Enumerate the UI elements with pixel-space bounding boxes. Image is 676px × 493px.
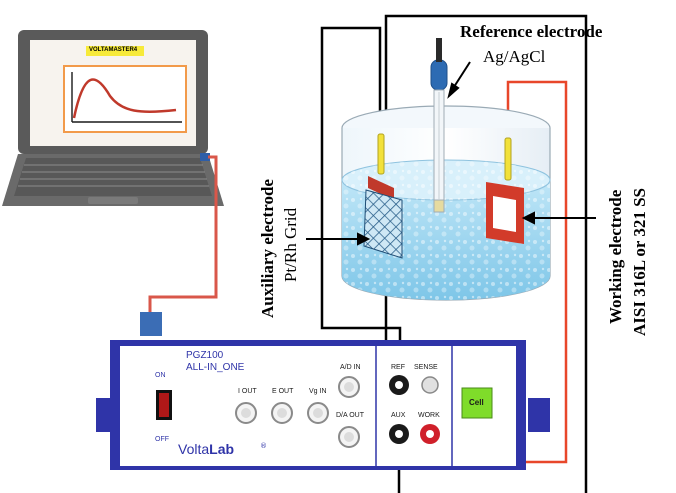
power-switch[interactable] — [159, 393, 169, 417]
ag-agcl-label: Ag/AgCl — [483, 47, 546, 66]
on-label: ON — [155, 372, 166, 379]
graph-curve — [72, 78, 177, 119]
cell-button[interactable] — [461, 387, 493, 419]
screen-title: VOLTAMASTER4 — [89, 47, 138, 53]
auxiliary-electrode-label: Auxiliary electrode — [258, 179, 277, 318]
sense-connector[interactable] — [421, 376, 439, 394]
da-out-connector[interactable] — [338, 426, 360, 448]
brand-logo: VoltaLab — [178, 441, 234, 457]
screen-title-box — [86, 46, 144, 56]
keyboard — [14, 158, 212, 196]
arrows — [306, 61, 596, 246]
brand-prefix: Volta — [178, 441, 210, 457]
device-right-handle — [528, 398, 550, 432]
graph-axes — [71, 72, 182, 123]
device-subtitle: ALL-IN_ONE — [186, 362, 245, 373]
working-electrode — [486, 137, 524, 244]
sense-label: SENSE — [414, 364, 438, 371]
i-out-label: I OUT — [238, 388, 257, 395]
black-wire-aux — [320, 26, 402, 378]
graph-window — [63, 65, 187, 133]
device-model: PGZ100 — [186, 350, 224, 361]
e-out-label: E OUT — [272, 388, 294, 395]
i-out-connector[interactable] — [235, 402, 257, 424]
usb-cable — [148, 155, 218, 312]
auxiliary-electrode — [363, 133, 403, 259]
usb-port-laptop — [200, 153, 210, 161]
reference-electrode-label: Reference electrode — [460, 22, 603, 41]
ref-label: REF — [391, 364, 405, 371]
da-out-label: D/A OUT — [336, 412, 365, 419]
vg-in-label: Vg IN — [309, 388, 327, 395]
laptop — [2, 30, 224, 206]
ad-in-connector[interactable] — [338, 376, 360, 398]
pt-rh-grid-label: Pt/Rh Grid — [281, 207, 300, 282]
usb-plug-device — [140, 312, 162, 336]
reference-electrode — [430, 38, 448, 213]
svg-text:®: ® — [260, 442, 267, 450]
trackpad[interactable] — [88, 197, 138, 204]
aux-label: AUX — [391, 412, 406, 419]
off-label: OFF — [155, 436, 169, 443]
e-out-connector[interactable] — [271, 402, 293, 424]
aisi-ss-label: AISI 316L or 321 SS — [630, 187, 649, 336]
brand-suffix: Lab — [209, 441, 235, 457]
working-electrode-label: Working electrode — [606, 189, 625, 324]
ad-in-label: A/D IN — [340, 364, 361, 371]
vg-in-connector[interactable] — [307, 402, 329, 424]
work-label: WORK — [418, 412, 440, 419]
cell-label: Cell — [469, 398, 484, 407]
